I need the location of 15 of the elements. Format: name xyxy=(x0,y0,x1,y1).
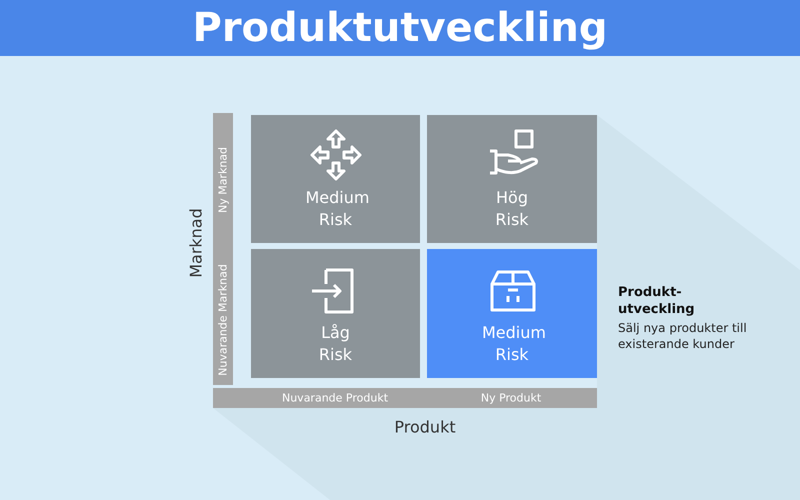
axis-label: Ny Produkt xyxy=(480,392,542,404)
note-text: Sälj nya produkter till existerande kunder xyxy=(618,320,748,352)
axis-label: Nuvarande Marknad xyxy=(216,264,230,376)
matrix-cell xyxy=(427,249,597,378)
risk-label: Hög Risk xyxy=(494,187,530,231)
title: Produktutveckling xyxy=(0,0,800,56)
axis-title: Marknad xyxy=(186,208,206,278)
risk-label: Låg Risk xyxy=(318,322,354,366)
matrix-cell xyxy=(251,249,420,378)
matrix-cell xyxy=(427,115,597,243)
matrix-cell xyxy=(251,115,420,243)
axis-label: Nuvarande Produkt xyxy=(282,392,388,404)
note-heading: Produkt-utveckling xyxy=(618,284,696,318)
axis-label: Ny Marknad xyxy=(216,146,230,214)
axis-title: Produkt xyxy=(394,418,456,436)
